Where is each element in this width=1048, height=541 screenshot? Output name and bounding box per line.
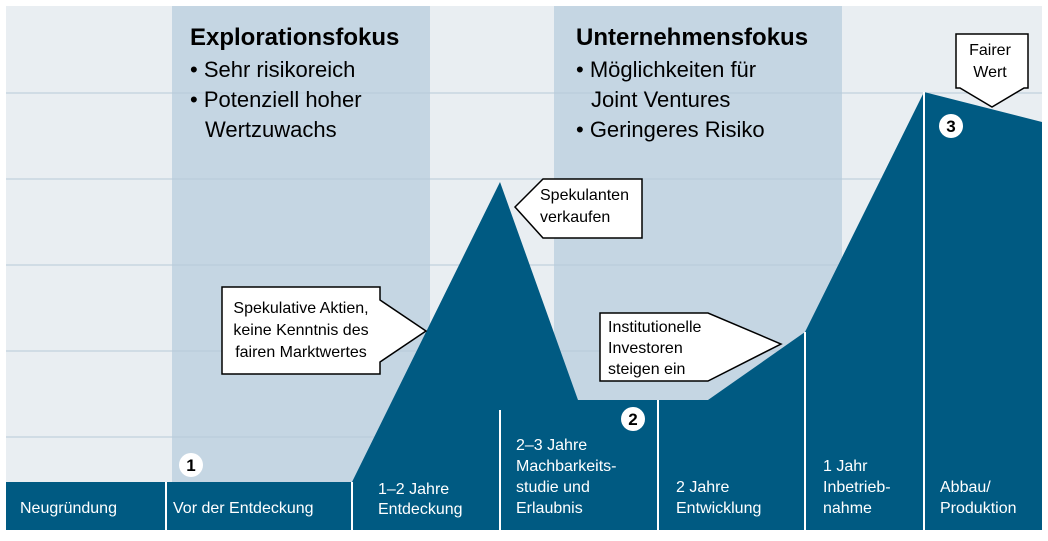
company-focus-title: Unternehmensfokus: [576, 24, 808, 51]
callout-line: verkaufen: [540, 209, 610, 226]
stage-label: Produktion: [940, 500, 1017, 517]
stage-label: 1 Jahr: [823, 458, 868, 475]
exploration-bullet: • Potenziell hoher: [190, 87, 362, 112]
callout-speculators-sell: Spekulanten verkaufen: [513, 178, 643, 239]
callout-line: Fairer: [969, 42, 1011, 59]
exploration-bullet: Wertzuwachs: [205, 117, 337, 142]
marker-1: 1: [179, 453, 203, 477]
callout-institutional-investors: Institutionelle Investoren steigen ein: [599, 312, 783, 382]
stage-separators: [165, 92, 925, 530]
marker-number: 3: [946, 117, 955, 136]
marker-number: 1: [186, 456, 195, 475]
stage-label: Inbetrieb-: [823, 479, 891, 496]
marker-3: 3: [939, 114, 963, 138]
marker-circle: [179, 453, 203, 477]
callout-fair-value: Fairer Wert: [955, 33, 1029, 108]
callout-line: Spekulative Aktien,: [233, 300, 368, 317]
marker-number: 2: [628, 410, 637, 429]
stage-label: 2–3 Jahre: [516, 437, 587, 454]
stage-label: Erlaubnis: [516, 500, 583, 517]
stage-label: Neugründung: [20, 500, 117, 517]
company-bullet: • Möglichkeiten für: [576, 57, 756, 82]
callout-shape: [513, 178, 643, 239]
stage-label: Vor der Entdeckung: [173, 500, 314, 517]
stage-label: studie und: [516, 479, 590, 496]
callout-shape: [599, 312, 783, 382]
callout-speculative-shares: Spekulative Aktien, keine Kenntnis des f…: [221, 286, 428, 375]
stage-label: Entdeckung: [378, 501, 463, 518]
company-bullet: • Geringeres Risiko: [576, 117, 765, 142]
stage-label: Abbau/: [940, 479, 991, 496]
value-curve: [6, 92, 1042, 530]
stage-label: 1–2 Jahre: [378, 481, 449, 498]
marker-circle: [939, 114, 963, 138]
callout-shape: [955, 33, 1029, 108]
callout-line: Wert: [973, 64, 1007, 81]
exploration-bullet: • Sehr risikoreich: [190, 57, 355, 82]
stage-label: Machbarkeits-: [516, 458, 616, 475]
callout-line: Spekulanten: [540, 187, 629, 204]
stage-label: Entwicklung: [676, 500, 761, 517]
marker-circle: [621, 407, 645, 431]
company-bullet: Joint Ventures: [591, 87, 730, 112]
callout-line: Institutionelle: [608, 319, 701, 336]
callout-line: Investoren: [608, 340, 683, 357]
marker-2: 2: [621, 407, 645, 431]
callout-shape: [221, 286, 428, 375]
callout-line: keine Kenntnis des: [233, 322, 368, 339]
callout-line: steigen ein: [608, 361, 685, 378]
exploration-focus-title: Explorationsfokus: [190, 24, 399, 51]
callout-line: fairen Marktwertes: [235, 344, 367, 361]
stage-label: nahme: [823, 500, 872, 517]
stage-label: 2 Jahre: [676, 479, 729, 496]
